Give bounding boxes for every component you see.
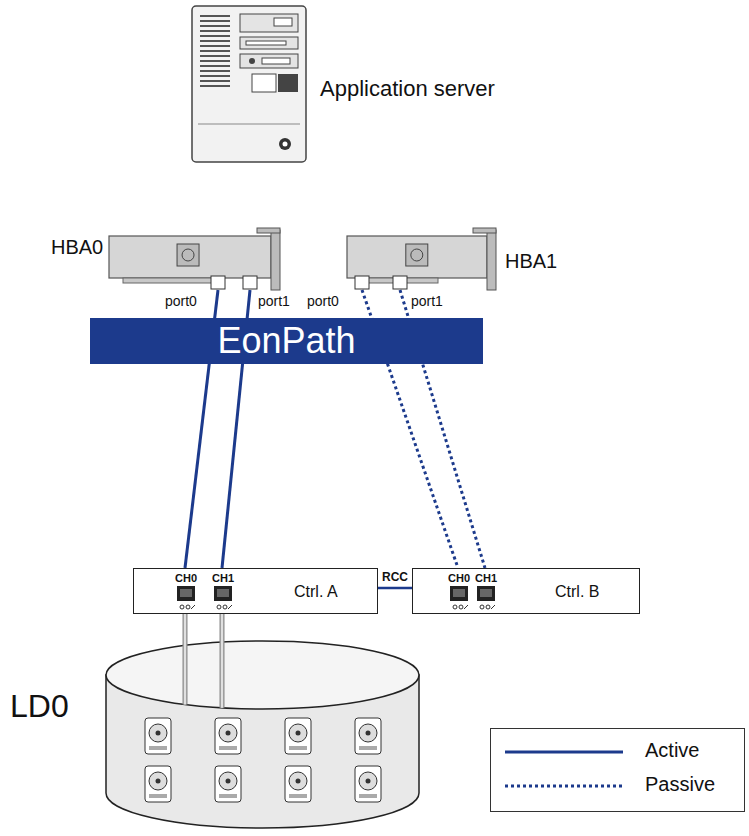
node-sublabel: CH1 [475, 572, 497, 585]
legend-sample [505, 742, 625, 762]
node-sublabel: port1 [258, 293, 290, 309]
legend-label: Passive [645, 773, 715, 796]
controller-ports [413, 569, 639, 613]
legend-sample [505, 776, 625, 796]
hba-card-illustration [345, 228, 500, 290]
connector [183, 614, 188, 705]
node-sublabel: CH1 [212, 572, 234, 585]
multipath-band: EonPath [90, 318, 483, 364]
node-sublabel: Ctrl. A [294, 583, 338, 601]
disk-cylinder [105, 640, 420, 830]
node-label: Application server [320, 76, 495, 101]
edge-label: RCC [381, 571, 409, 585]
node-sublabel: Ctrl. B [555, 583, 599, 601]
hba-card: HBA1port0port1 [345, 228, 500, 290]
connector [378, 587, 412, 590]
connector-core [221, 614, 224, 708]
node-sublabel: port1 [411, 293, 443, 309]
node-label: HBA0 [51, 236, 103, 259]
node-label: EonPath [90, 320, 483, 361]
controller-box: CH0 CH1Ctrl. B [412, 568, 640, 614]
connector [220, 614, 225, 708]
legend-label: Active [645, 739, 699, 762]
server-icon: Application server [190, 4, 308, 164]
logical-drive: LD0 [105, 640, 420, 830]
node-label: HBA1 [505, 250, 557, 273]
controller-ports [134, 569, 377, 613]
node-sublabel: port0 [307, 293, 339, 309]
connector-core [184, 614, 187, 705]
hba-card-illustration [105, 228, 300, 290]
legend-line [505, 751, 623, 754]
legend-line [505, 785, 623, 788]
node-label: CH0 [175, 572, 197, 585]
legend-box: ActivePassive [490, 728, 745, 812]
hba-card: HBA0port0port1 [105, 228, 300, 290]
controller-box: CH0 CH1Ctrl. A [133, 568, 378, 614]
node-sublabel: port0 [165, 293, 197, 309]
server-illustration [190, 4, 308, 164]
node-label: LD0 [10, 688, 69, 725]
node-label: CH0 [448, 572, 470, 585]
